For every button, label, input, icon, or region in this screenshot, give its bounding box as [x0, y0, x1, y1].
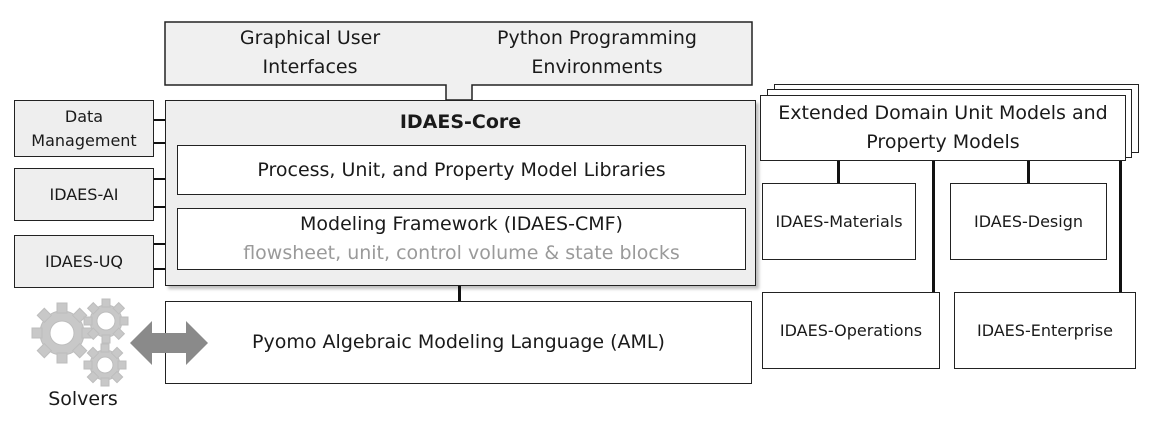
extended-domain-box: Extended Domain Unit Models and Property… [760, 95, 1126, 161]
connector-core-pyomo [458, 286, 461, 302]
double-arrow-icon [130, 321, 208, 365]
modeling-framework-box: Modeling Framework (IDAES-CMF) flowsheet… [177, 208, 746, 270]
pyomo-aml-box: Pyomo Algebraic Modeling Language (AML) [165, 301, 752, 384]
connector-operations [932, 161, 935, 293]
idaes-uq-box: IDAES-UQ [14, 235, 154, 288]
connector-uq-2 [153, 268, 166, 270]
idaes-ai-box: IDAES-AI [14, 168, 154, 221]
gui-label: Graphical User Interfaces [239, 27, 381, 78]
solvers-label: Solvers [48, 388, 118, 410]
idaes-operations-box: IDAES-Operations [762, 292, 940, 369]
idaes-design-box: IDAES-Design [950, 183, 1107, 260]
connector-ai [153, 178, 166, 180]
connector-data-mgmt-2 [153, 142, 166, 144]
connector-materials [837, 161, 840, 184]
idaes-core-title: IDAES-Core [399, 111, 522, 133]
data-management-box: Data Management [14, 100, 154, 157]
connector-data-mgmt [153, 119, 166, 121]
idaes-materials-box: IDAES-Materials [762, 183, 916, 260]
connector-uq [153, 243, 166, 245]
model-libraries-box: Process, Unit, and Property Model Librar… [177, 145, 746, 195]
gears-icon [31, 298, 129, 387]
connector-ai-2 [153, 206, 166, 208]
python-env-label: Python Programming Environments [497, 27, 697, 78]
connector-design [1027, 161, 1030, 184]
connector-enterprise [1119, 161, 1122, 293]
idaes-enterprise-box: IDAES-Enterprise [954, 292, 1136, 369]
